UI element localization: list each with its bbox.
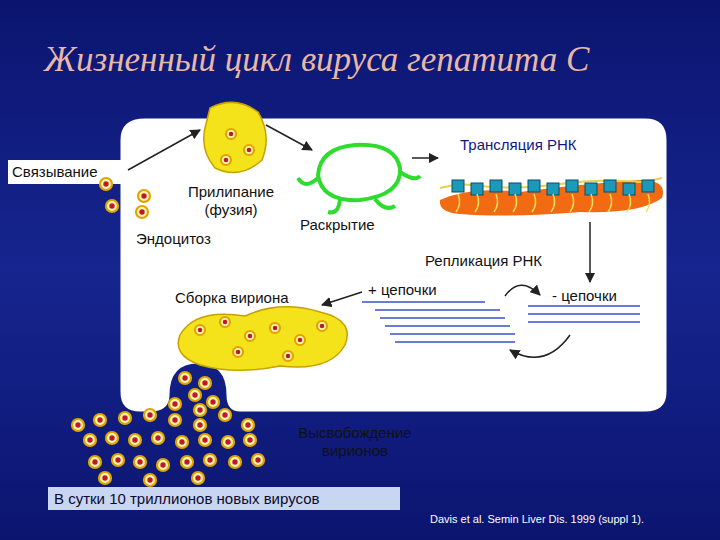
- arrows: [128, 125, 590, 357]
- endosome: [204, 102, 266, 172]
- rna-loop: [298, 145, 420, 213]
- label: Высвобождение вирионов: [280, 424, 430, 460]
- virions: [72, 129, 327, 486]
- label: Сборка вириона: [175, 289, 289, 307]
- label: Связывание: [12, 163, 98, 181]
- label: Репликация РНК: [425, 252, 542, 270]
- label: + цепочки: [368, 281, 437, 299]
- assembly-blob: [178, 307, 347, 370]
- label: Прилипание (фузия): [172, 183, 290, 219]
- rna-strands: [362, 302, 640, 342]
- ribosomes: [452, 180, 654, 212]
- footer-note: В сутки 10 триллионов новых вирусов: [48, 487, 400, 510]
- label: Раскрытие: [300, 216, 375, 234]
- label: Эндоцитоз: [136, 230, 211, 248]
- label: - цепочки: [552, 287, 617, 305]
- er-membrane: [440, 180, 663, 216]
- slide-title: Жизненный цикл вируса гепатита С: [44, 40, 589, 80]
- label: Трансляция РНК: [460, 136, 577, 154]
- label: Davis et al. Semin Liver Dis. 1999 (supp…: [430, 513, 644, 526]
- cell-membrane: [122, 120, 665, 410]
